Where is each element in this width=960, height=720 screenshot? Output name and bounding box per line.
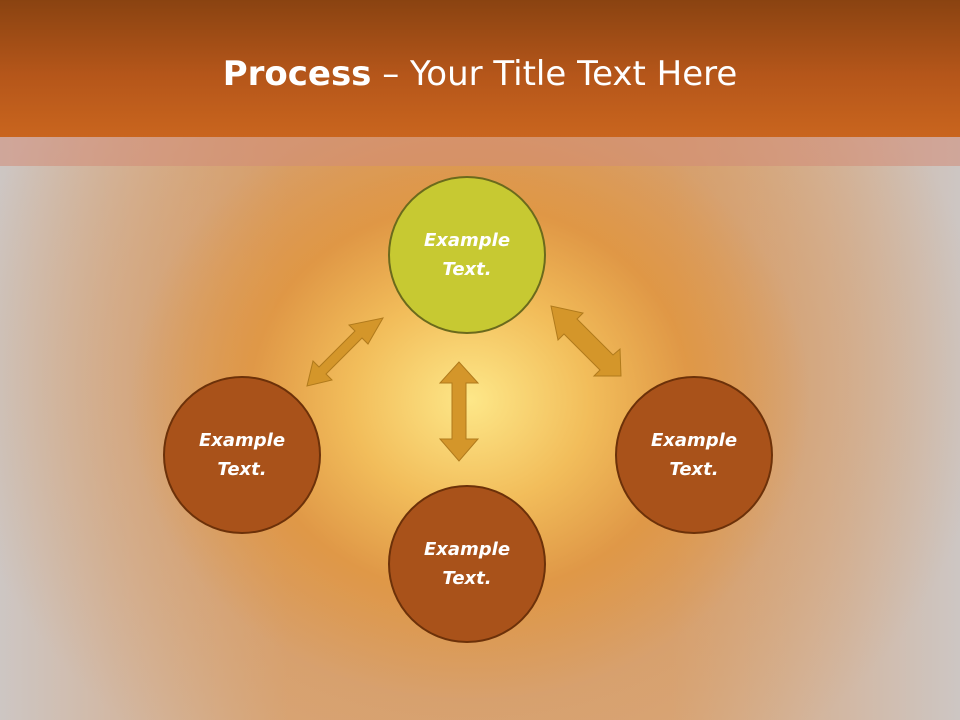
arrow-top-left xyxy=(306,317,384,387)
slide-title-bold: Process xyxy=(222,54,372,94)
arrow-top-right xyxy=(550,305,622,377)
arrow-vertical xyxy=(438,361,480,462)
title-band xyxy=(0,0,960,137)
process-node-bottom: Example Text. xyxy=(388,485,546,643)
process-node-top: Example Text. xyxy=(388,176,546,334)
node-bottom-label: Example Text. xyxy=(423,539,511,589)
node-top-label: Example Text. xyxy=(423,230,511,280)
slide-title: Process – Your Title Text Here xyxy=(0,52,960,96)
title-band-strip xyxy=(0,137,960,166)
process-node-right: Example Text. xyxy=(615,376,773,534)
process-node-left: Example Text. xyxy=(163,376,321,534)
node-left-label: Example Text. xyxy=(198,430,286,480)
node-right-label: Example Text. xyxy=(650,430,738,480)
slide-title-rest: – Your Title Text Here xyxy=(371,54,738,94)
